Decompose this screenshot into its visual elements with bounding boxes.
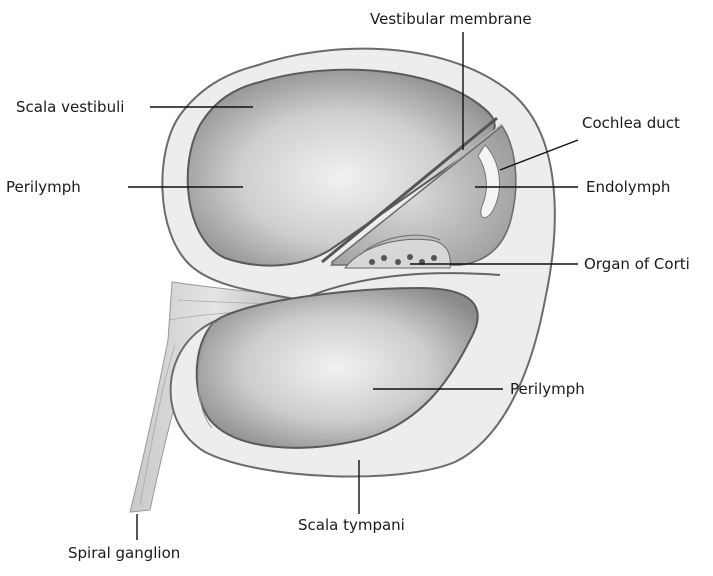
label-perilymph-upper: Perilymph (6, 178, 81, 196)
label-scala-tympani: Scala tympani (298, 516, 405, 534)
label-perilymph-lower: Perilymph (510, 380, 585, 398)
label-endolymph: Endolymph (586, 178, 670, 196)
label-organ-of-corti: Organ of Corti (584, 255, 690, 273)
label-vestibular-membrane: Vestibular membrane (370, 10, 532, 28)
label-scala-vestibuli: Scala vestibuli (16, 98, 124, 116)
label-spiral-ganglion: Spiral ganglion (68, 544, 180, 562)
label-cochlea-duct: Cochlea duct (582, 114, 680, 132)
